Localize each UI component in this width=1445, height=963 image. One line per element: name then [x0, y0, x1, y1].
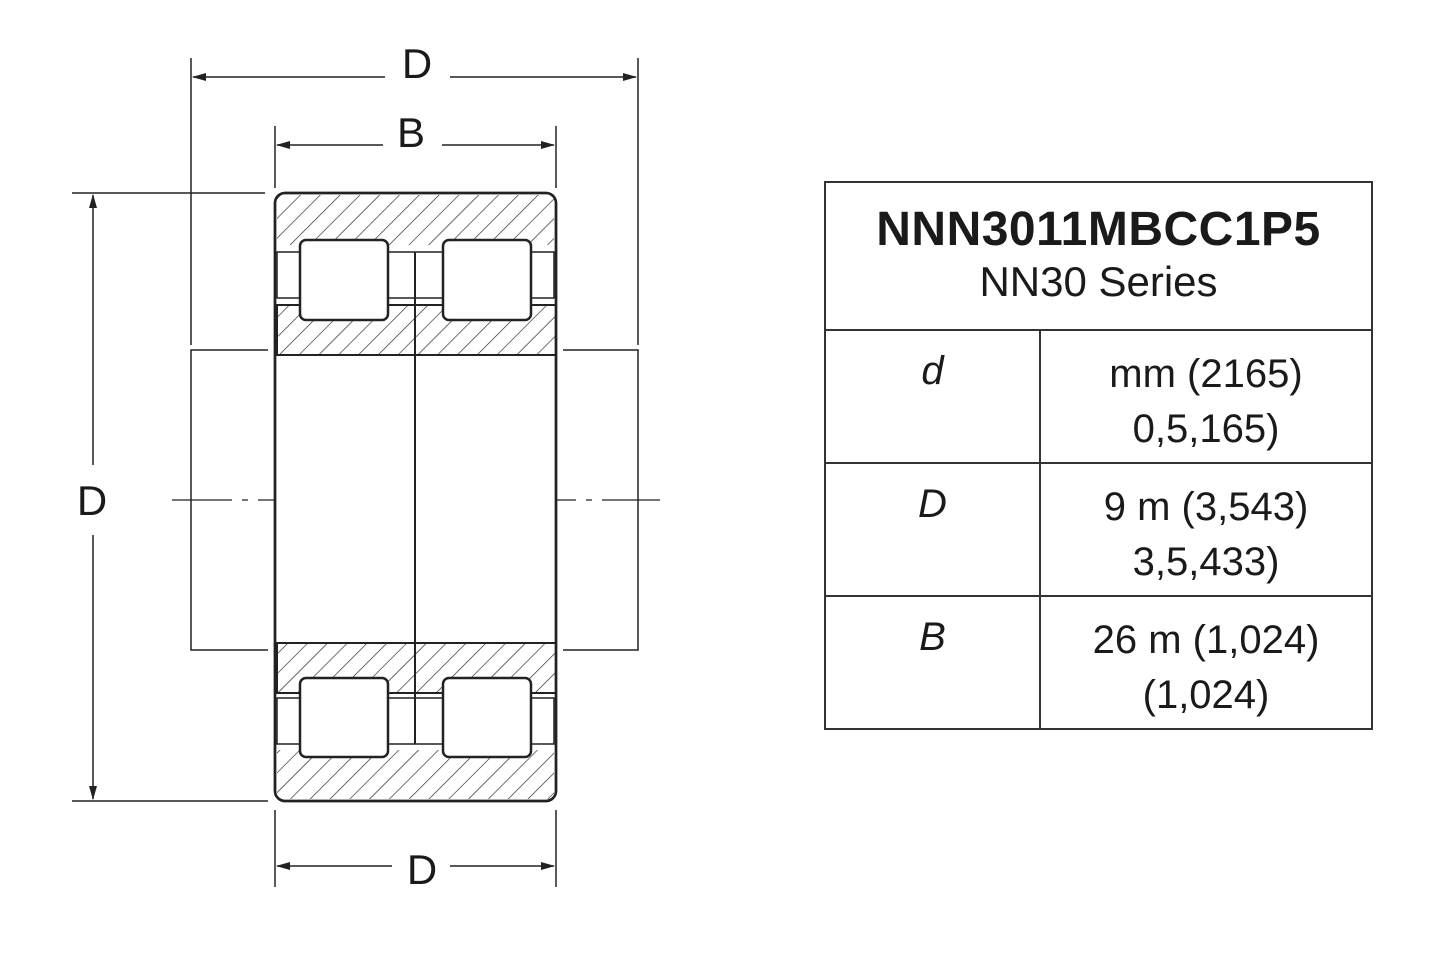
row-value: mm (2165) 0,5,165) [1041, 331, 1371, 462]
model-number: NNN3011MBCC1P5 [876, 203, 1321, 256]
row-value: 26 m (1,024) (1,024) [1041, 597, 1371, 728]
label-top-outer-diameter: D [402, 40, 432, 87]
bearing-cross-section-drawing: D B D D [72, 40, 660, 893]
series-name: NN30 Series [979, 258, 1218, 305]
row-symbol: B [826, 597, 1041, 728]
row-value: 9 m (3,543) 3,5,433) [1041, 464, 1371, 595]
value-line: 3,5,433) [1132, 540, 1280, 584]
value-line: 9 m (3,543) [1103, 485, 1309, 529]
row-symbol: d [826, 331, 1041, 462]
label-left-outer-diameter: D [77, 477, 107, 524]
roller [298, 676, 390, 759]
value-line: 26 m (1,024) [1092, 618, 1320, 662]
roller [441, 238, 533, 322]
table-row: D 9 m (3,543) 3,5,433) [826, 464, 1371, 597]
spec-table: NNN3011MBCC1P5 NN30 Series d mm (2165) 0… [824, 181, 1373, 730]
roller [441, 676, 533, 759]
row-symbol: D [826, 464, 1041, 595]
label-top-width: B [397, 109, 425, 156]
label-bottom-dimension: D [407, 846, 437, 893]
value-line: 0,5,165) [1132, 407, 1280, 451]
table-row: B 26 m (1,024) (1,024) [826, 597, 1371, 728]
spec-table-header: NNN3011MBCC1P5 NN30 Series [826, 183, 1371, 331]
roller [298, 238, 390, 322]
table-row: d mm (2165) 0,5,165) [826, 331, 1371, 464]
bearing-body [273, 191, 558, 803]
value-line: (1,024) [1142, 673, 1270, 717]
value-line: mm (2165) [1109, 352, 1303, 396]
